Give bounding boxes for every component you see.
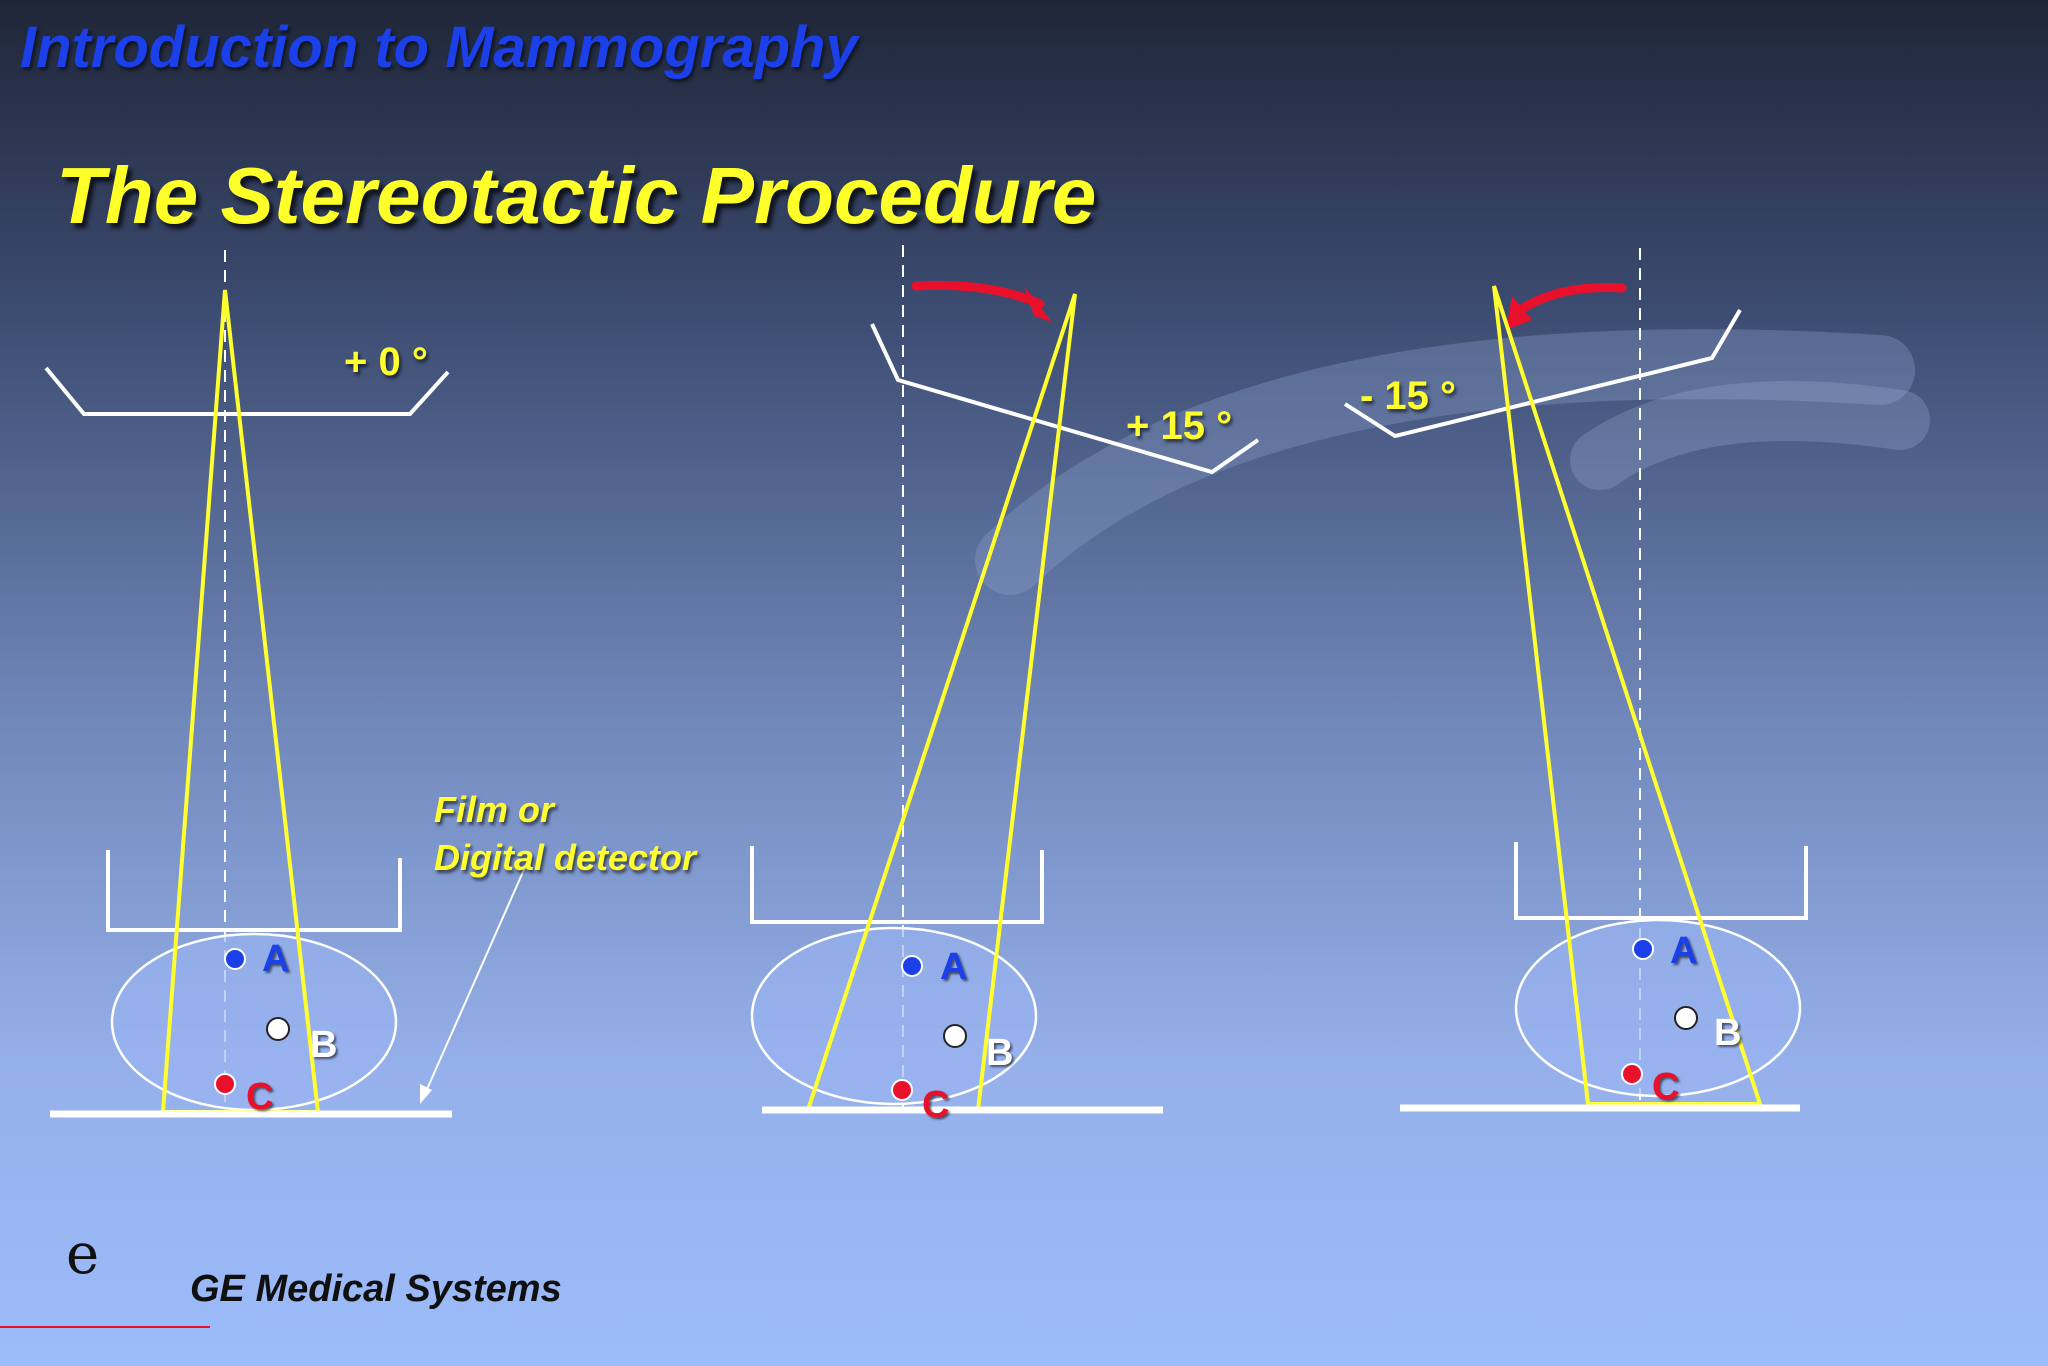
view-minus-15-degrees bbox=[1343, 248, 1808, 1112]
point-c-marker bbox=[1621, 1063, 1643, 1085]
ge-logo: e bbox=[66, 1222, 100, 1287]
rotation-arrow-head bbox=[1024, 286, 1052, 322]
compression-paddle bbox=[1514, 842, 1808, 920]
xray-tube-housing bbox=[870, 323, 1260, 475]
point-b-marker bbox=[266, 1017, 290, 1041]
xray-beam bbox=[1492, 285, 1763, 1106]
point-a-label: A bbox=[1670, 930, 1698, 972]
compression-paddle bbox=[106, 850, 402, 932]
rotation-arrow-head bbox=[1506, 296, 1532, 330]
point-a-label: A bbox=[940, 946, 968, 988]
background-arc-inner bbox=[1570, 381, 1930, 490]
compression-paddle bbox=[750, 846, 1044, 924]
rotation-arrow bbox=[911, 280, 1045, 309]
footer-rule bbox=[0, 1326, 210, 1328]
point-b-label: B bbox=[310, 1024, 338, 1066]
point-a-marker bbox=[901, 955, 923, 977]
angle-label-plus-15: + 15 ° bbox=[1126, 404, 1233, 448]
point-c-label: C bbox=[246, 1076, 274, 1118]
point-b-marker bbox=[943, 1024, 967, 1048]
rotation-arrow bbox=[1515, 283, 1627, 315]
detector-label: Film or Digital detector bbox=[434, 786, 696, 882]
detector-label-line1: Film or bbox=[434, 789, 555, 830]
breast-outline bbox=[750, 926, 1038, 1106]
slide-title: The Stereotactic Procedure bbox=[56, 151, 1097, 240]
point-a-marker bbox=[1632, 938, 1654, 960]
detector-label-line2: Digital detector bbox=[434, 837, 697, 878]
detector-pointer bbox=[423, 855, 531, 1097]
point-a-label: A bbox=[262, 938, 290, 980]
detector-pointer-head bbox=[420, 1084, 432, 1104]
point-c-label: C bbox=[922, 1084, 950, 1126]
xray-tube-housing bbox=[44, 366, 450, 416]
presentation-header: Introduction to Mammography bbox=[20, 15, 858, 80]
footer-company: GE Medical Systems bbox=[190, 1268, 562, 1310]
point-c-label: C bbox=[1652, 1066, 1680, 1108]
background-arc bbox=[975, 329, 1915, 595]
breast-outline bbox=[1514, 918, 1802, 1098]
point-b-label: B bbox=[986, 1032, 1014, 1074]
angle-label-minus-15: - 15 ° bbox=[1360, 374, 1457, 418]
point-b-label: B bbox=[1714, 1012, 1742, 1054]
point-a-marker bbox=[224, 948, 246, 970]
view-plus-15-degrees bbox=[750, 245, 1260, 1114]
view-0-degrees bbox=[44, 250, 531, 1118]
xray-tube-housing bbox=[1343, 308, 1742, 439]
angle-label-0: + 0 ° bbox=[344, 340, 428, 384]
point-b-marker bbox=[1674, 1006, 1698, 1030]
point-c-marker bbox=[891, 1079, 913, 1101]
point-c-marker bbox=[214, 1073, 236, 1095]
